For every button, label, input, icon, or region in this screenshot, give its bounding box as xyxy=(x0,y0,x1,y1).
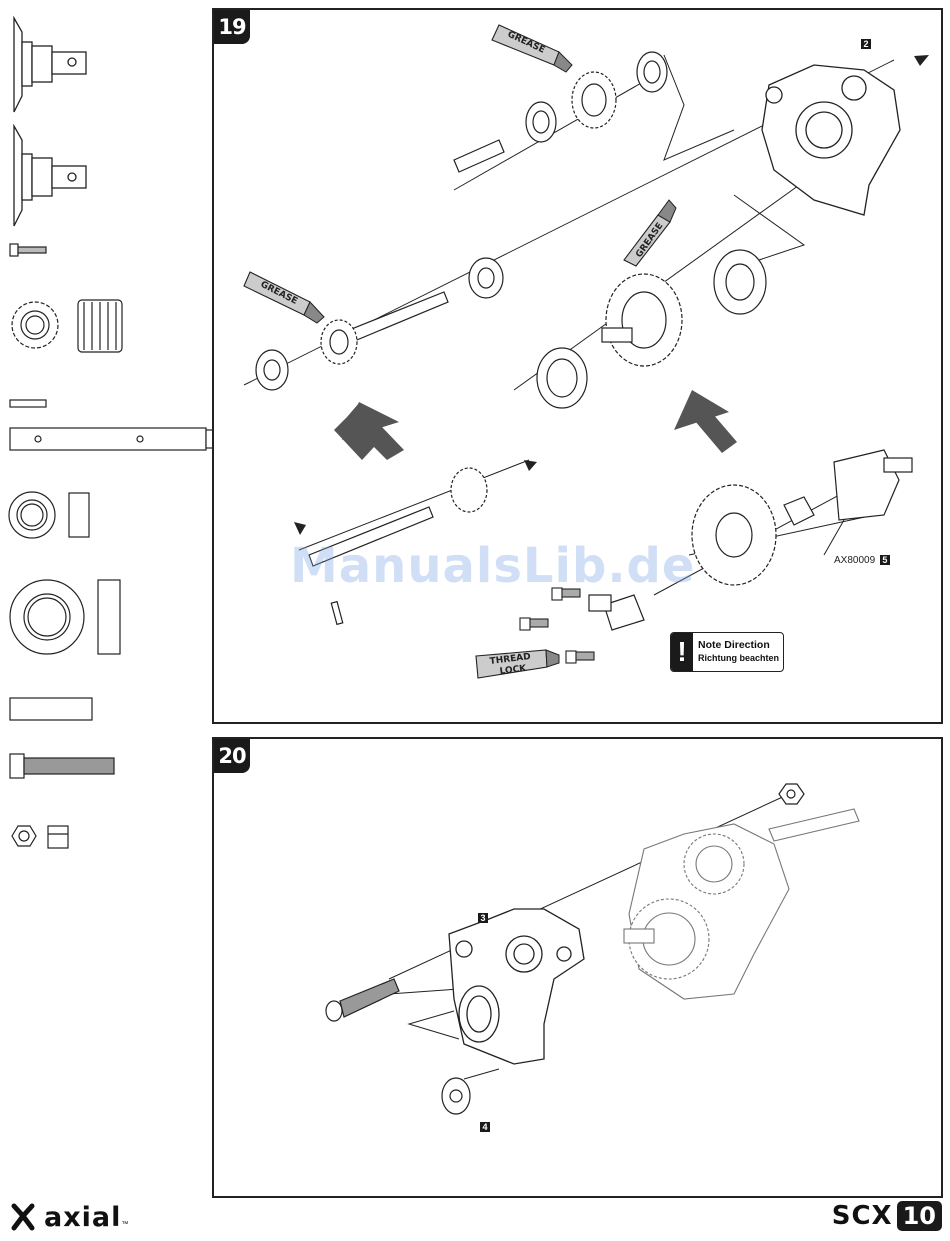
part-callout-2: 2 xyxy=(861,39,871,49)
transmission-cover xyxy=(449,909,584,1064)
nut xyxy=(779,784,804,804)
part-callout-3: 3 xyxy=(478,913,488,923)
threadlock-label-2: LOCK xyxy=(499,664,528,677)
nut-part xyxy=(12,826,68,848)
direction-arrow xyxy=(294,522,306,535)
pinion-gear-part xyxy=(12,300,122,352)
watermark: ManualsLib.de xyxy=(290,538,695,594)
long-screw-part xyxy=(10,754,114,778)
axial-logo-icon xyxy=(8,1202,38,1232)
large-bearing-part xyxy=(10,580,120,654)
direction-arrow xyxy=(524,460,537,471)
idler-shaft-upper xyxy=(454,52,667,172)
grease-tube-3: GREASE xyxy=(624,200,676,266)
threadlock-tube: THREAD LOCK xyxy=(476,650,559,678)
step-19-exploded-view: GREASE GREASE GREASE xyxy=(214,10,941,722)
step-20-exploded-view xyxy=(214,739,941,1196)
transmission-case xyxy=(762,65,900,215)
grease-tube-2: GREASE xyxy=(244,272,324,323)
grease-tube-1: GREASE xyxy=(492,25,572,72)
small-bearing-part xyxy=(9,492,89,538)
part-callout-5: 5 xyxy=(880,555,890,565)
exclamation-icon: ! xyxy=(671,633,693,671)
spacer-part xyxy=(10,698,92,720)
model-logo: SCX 10 xyxy=(832,1201,942,1231)
part-number-label: AX80009 5 xyxy=(834,555,888,566)
assembled-transmission xyxy=(624,809,859,999)
cap-screw xyxy=(442,1078,470,1114)
step-19-panel: 19 xyxy=(212,8,943,724)
brand-name: axial xyxy=(44,1202,121,1233)
model-number: 10 xyxy=(897,1201,942,1231)
axial-logo: axial ™ xyxy=(8,1200,128,1234)
outdrive-part-2 xyxy=(14,126,86,226)
input-shaft-assembly xyxy=(256,258,503,390)
note-subtitle: Richtung beachten xyxy=(698,653,779,663)
step-20-panel: 20 xyxy=(212,737,943,1198)
long-screw xyxy=(326,979,399,1021)
trademark: ™ xyxy=(121,1221,128,1228)
small-screw-part xyxy=(10,244,46,256)
spur-gear-assembly xyxy=(537,250,766,408)
pin-part xyxy=(10,400,46,407)
outdrive-part-1 xyxy=(14,18,86,112)
part-number: AX80009 xyxy=(834,555,875,566)
direction-arrow xyxy=(914,55,929,66)
note-direction-box: ! Note Direction Richtung beachten xyxy=(670,632,784,672)
note-title: Note Direction xyxy=(698,639,770,651)
part-callout-4: 4 xyxy=(480,1122,490,1132)
model-prefix: SCX xyxy=(832,1201,893,1231)
parts-sidebar xyxy=(0,0,210,1190)
